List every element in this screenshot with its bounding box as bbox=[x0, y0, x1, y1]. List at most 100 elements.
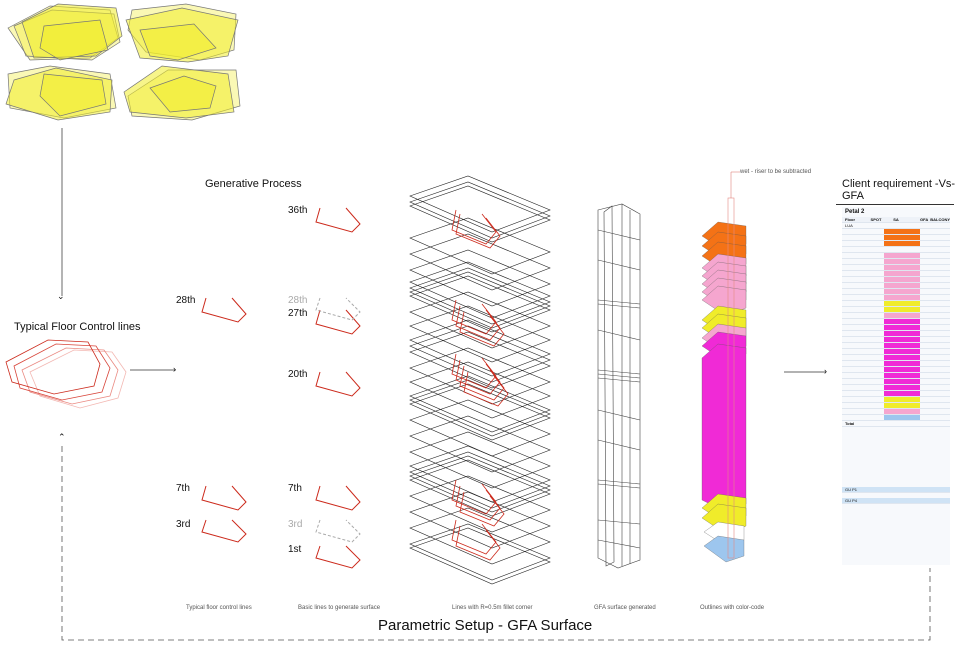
gfa-color-cell bbox=[884, 301, 920, 306]
caption: Lines with R=0.5m fillet corner bbox=[452, 605, 533, 611]
table-row bbox=[842, 289, 950, 295]
table-row bbox=[842, 241, 950, 247]
table-row bbox=[842, 235, 950, 241]
table-row bbox=[842, 355, 950, 361]
gfa-color-cell bbox=[884, 373, 920, 378]
gfa-color-cell bbox=[884, 319, 920, 324]
gfa-color-cell bbox=[884, 367, 920, 372]
caption: Outlines with color-code bbox=[700, 605, 765, 611]
col-header: SPOT bbox=[870, 217, 882, 222]
table-row bbox=[842, 253, 950, 259]
gfa-color-cell bbox=[884, 259, 920, 264]
gfa-color-cell bbox=[884, 313, 920, 318]
summary-label: GU P1 bbox=[845, 487, 858, 492]
table-row bbox=[842, 415, 950, 421]
table-spacer bbox=[842, 427, 950, 487]
gfa-color-cell bbox=[884, 235, 920, 240]
floor-label: 28th bbox=[288, 295, 308, 306]
gfa-color-cell bbox=[884, 349, 920, 354]
table-row bbox=[842, 343, 950, 349]
table-row bbox=[842, 349, 950, 355]
gfa-color-cell bbox=[884, 253, 920, 258]
gfa-color-cell bbox=[884, 397, 920, 402]
caption: Basic lines to generate surface bbox=[298, 605, 381, 611]
caption: GFA surface generated bbox=[594, 605, 656, 611]
arrow-up-icon: ⌃ bbox=[58, 432, 66, 442]
table-row bbox=[842, 367, 950, 373]
floor-label: 28th bbox=[176, 295, 196, 306]
total-label: Total bbox=[845, 421, 855, 426]
table-row bbox=[842, 385, 950, 391]
gfa-color-cell bbox=[884, 391, 920, 396]
table-row bbox=[842, 409, 950, 415]
table-row bbox=[842, 397, 950, 403]
floor-label: 3rd bbox=[288, 519, 303, 530]
gfa-color-cell bbox=[884, 355, 920, 360]
table-row bbox=[842, 361, 950, 367]
summary-label: GU P4 bbox=[845, 498, 858, 503]
gfa-color-cell bbox=[884, 343, 920, 348]
table-row bbox=[842, 331, 950, 337]
gfa-color-cell bbox=[884, 289, 920, 294]
gfa-color-cell bbox=[884, 247, 920, 252]
main-title: Parametric Setup - GFA Surface bbox=[378, 617, 593, 634]
arrow-down-icon: ⌄ bbox=[57, 291, 65, 301]
table-row bbox=[842, 373, 950, 379]
gfa-color-cell bbox=[884, 241, 920, 246]
gfa-color-cell bbox=[884, 277, 920, 282]
sub-label: LUA bbox=[845, 223, 853, 228]
gfa-color-cell bbox=[884, 379, 920, 384]
riser-annotation: wet - riser to be subtracted bbox=[740, 169, 812, 175]
floor-label: 7th bbox=[176, 483, 190, 494]
table-row bbox=[842, 379, 950, 385]
gfa-color-cell bbox=[884, 307, 920, 312]
table-row bbox=[842, 247, 950, 253]
floor-label: 27th bbox=[288, 308, 308, 319]
gfa-color-cell bbox=[884, 385, 920, 390]
table-row bbox=[842, 259, 950, 265]
table-row bbox=[842, 391, 950, 397]
table-row bbox=[842, 271, 950, 277]
table-row bbox=[842, 325, 950, 331]
floor-label: 36th bbox=[288, 205, 308, 216]
floor-label: 3rd bbox=[176, 519, 191, 530]
floor-label: 1st bbox=[288, 544, 302, 555]
gfa-color-cell bbox=[884, 331, 920, 336]
client-title-rule bbox=[836, 204, 954, 205]
table-row bbox=[842, 265, 950, 271]
table-total-row: Total bbox=[842, 421, 950, 427]
gfa-color-cell bbox=[884, 229, 920, 234]
gfa-color-cell bbox=[884, 337, 920, 342]
client-title: Client requirement -Vs- GFA bbox=[842, 178, 956, 202]
gfa-color-cell bbox=[884, 283, 920, 288]
arrow-right-icon: › bbox=[173, 364, 176, 374]
gfa-color-cell bbox=[884, 271, 920, 276]
table-title: Petal 2 bbox=[845, 209, 865, 215]
gfa-color-cell bbox=[884, 265, 920, 270]
gfa-color-cell bbox=[884, 415, 920, 420]
table-row bbox=[842, 229, 950, 235]
col-header: GFA bbox=[920, 217, 929, 222]
col-header: SA bbox=[893, 217, 899, 222]
table-header: Floor SPOT SA GFA BALCONY bbox=[842, 217, 950, 223]
table-row bbox=[842, 283, 950, 289]
gfa-color-cell bbox=[884, 403, 920, 408]
gfa-table: Petal 2 Floor SPOT SA GFA BALCONY LUA To… bbox=[842, 207, 950, 565]
generative-process-title: Generative Process bbox=[205, 178, 302, 190]
table-row bbox=[842, 403, 950, 409]
gfa-color-cell bbox=[884, 361, 920, 366]
summary-row: GU P1 bbox=[842, 487, 950, 493]
col-header: Floor bbox=[845, 217, 855, 222]
table-body bbox=[842, 229, 950, 421]
floor-label: 7th bbox=[288, 483, 302, 494]
summary-row: GU P4 bbox=[842, 498, 950, 504]
table-row bbox=[842, 313, 950, 319]
typical-floor-title: Typical Floor Control lines bbox=[14, 321, 141, 333]
table-row bbox=[842, 319, 950, 325]
table-row bbox=[842, 307, 950, 313]
col-header: BALCONY bbox=[930, 217, 951, 222]
caption: Typical floor control lines bbox=[186, 605, 252, 611]
